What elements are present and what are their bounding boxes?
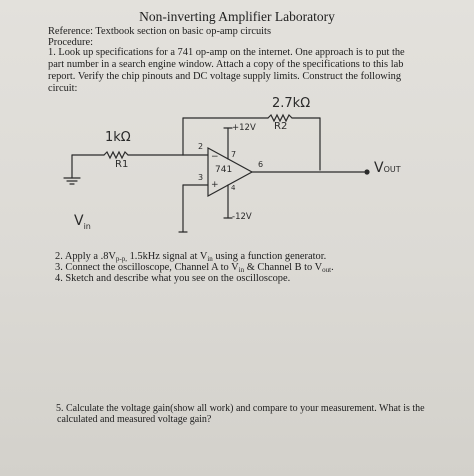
- r1-name-label: R1: [115, 159, 129, 170]
- vin-label: Vin: [74, 213, 91, 231]
- vout-label: VOUT: [374, 160, 401, 176]
- step-5-line-2: calculated and measured voltage gain?: [57, 414, 212, 425]
- step-4: 4. Sketch and describe what you see on t…: [55, 273, 291, 284]
- step-1: 1. Look up specifications for a 741 op-a…: [48, 47, 405, 94]
- pin-6-label: 6: [258, 160, 264, 169]
- procedure-heading: Procedure:: [48, 37, 94, 48]
- step-3: 3. Connect the oscilloscope, Channel A t…: [55, 262, 334, 274]
- vminus-label: -12V: [232, 212, 252, 222]
- pin-7-label: 7: [231, 150, 237, 159]
- r1-resistor: [103, 150, 129, 160]
- ic-label: 741: [215, 165, 233, 175]
- pin-3-label: 3: [198, 173, 204, 182]
- pin-2-label: 2: [198, 142, 204, 151]
- reference-line: Reference: Textbook section on basic op-…: [48, 26, 271, 37]
- step-5-line-1: 5. Calculate the voltage gain(show all w…: [56, 403, 425, 414]
- page-title: Non-inverting Amplifier Laboratory: [139, 9, 335, 24]
- noninverting-sign: +: [211, 180, 219, 190]
- op-amp-symbol: [207, 146, 254, 198]
- r2-name-label: R2: [274, 121, 288, 132]
- r2-value-label: 2.7kΩ: [272, 96, 311, 111]
- inverting-sign: −: [211, 152, 219, 162]
- r1-value-label: 1kΩ: [105, 130, 131, 145]
- pin-4-label: 4: [231, 184, 236, 192]
- vplus-label: +12V: [232, 123, 256, 133]
- step-2: 2. Apply a .8Vp-p, 1.5kHz signal at Vin …: [55, 251, 327, 263]
- output-terminal: [364, 169, 370, 175]
- r2-resistor: [267, 113, 293, 123]
